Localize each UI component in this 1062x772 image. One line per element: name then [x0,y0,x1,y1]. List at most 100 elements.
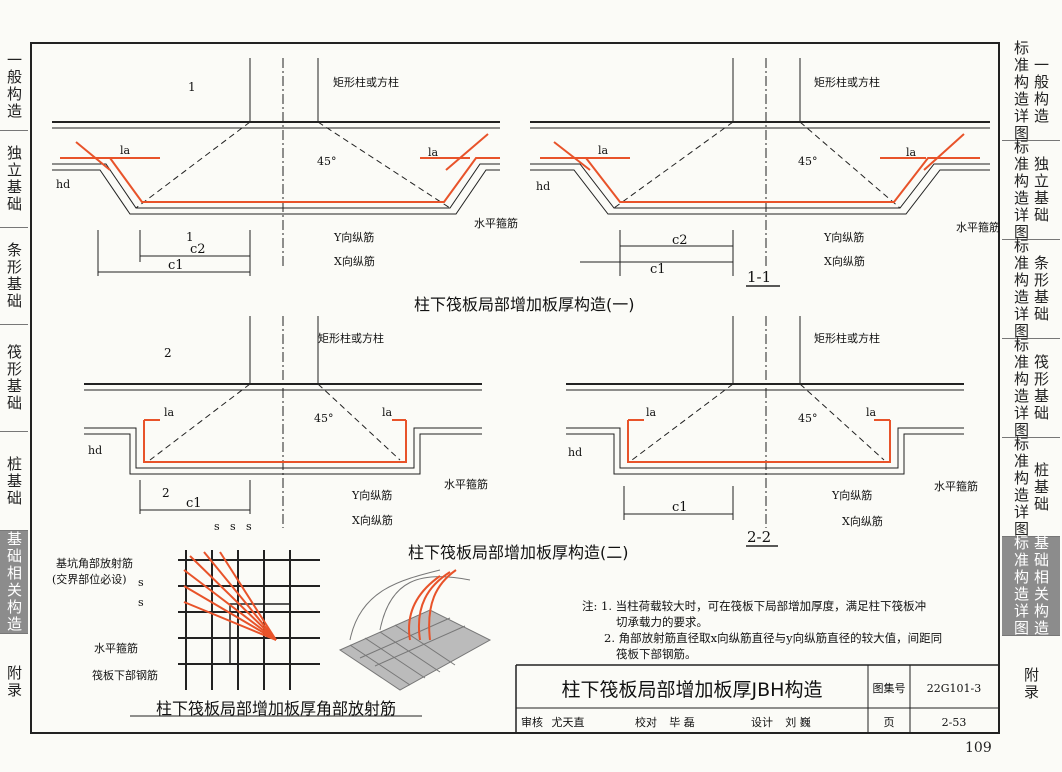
label-y-bar-3: Y向纵筋 [352,489,393,502]
right-tab-related[interactable]: 标准构造详图基础相关构造 [1002,535,1060,637]
left-tab-raft[interactable]: 筏形基础 [0,325,28,432]
label-hoop-2: 水平箍筋 [956,221,1000,234]
label-hd-4: hd [568,446,583,459]
label-c1-2: c1 [650,262,666,277]
right-tab-raft[interactable]: 标准构造详图筏形基础 [1002,337,1060,439]
note-1b: 切承载力的要求。 [616,615,708,629]
label-y-bar-2: Y向纵筋 [824,231,865,244]
right-tab-isolated[interactable]: 标准构造详图独立基础 [1002,139,1060,241]
page-label: 页 [883,716,895,729]
atlas-number: 22G101-3 [926,681,982,695]
label-hd-2: hd [536,180,551,193]
page-reference: 2-53 [941,715,967,729]
label-x-bar-1: X向纵筋 [334,255,375,268]
check-label: 校对 [635,716,657,729]
label-x-bar-4: X向纵筋 [842,515,883,528]
label-hoop-plan: 水平箍筋 [94,642,138,655]
section-title-1-1: 1-1 [747,268,772,286]
label-bottom-bar: 筏板下部钢筋 [92,669,158,682]
note-prefix: 注: [582,599,598,613]
reviewer-name: 尤天直 [551,716,585,729]
detail-two-right-rebar [627,419,891,463]
label-column-3: 矩形柱或方柱 [318,332,384,345]
label-corner-note: (交界部位必设) [52,573,127,586]
note-2: 2. 角部放射筋直径取x向纵筋直径与y向纵筋直径的较大值，间距同 [604,631,943,645]
label-la-5: la [164,406,175,419]
left-tab-appendix[interactable]: 附录 [7,664,23,699]
detail-one-right-rebar [540,133,980,203]
left-tab-pile[interactable]: 桩基础 [0,432,28,531]
label-hd-3: hd [88,444,103,457]
section-mark-2-bottom: 2 [162,486,170,500]
section-mark-1-top: 1 [188,80,196,94]
design-label: 设计 [751,716,773,729]
atlas-label: 图集号 [872,682,906,695]
label-column-4: 矩形柱或方柱 [814,332,880,345]
label-y-bar-1: Y向纵筋 [334,231,375,244]
label-la-8: la [866,406,877,419]
corner-plan [178,550,320,690]
checker-name: 毕 磊 [669,716,695,729]
note-2b: 筏板下部钢筋。 [616,647,697,661]
drawing-frame [30,42,1000,734]
caption-corner-bars: 柱下筏板局部增加板厚角部放射筋 [156,699,397,718]
label-angle-3: 45° [314,412,334,425]
label-c2-1: c2 [190,242,206,257]
detail-two-left [84,316,482,528]
detail-two-left-rebar [143,419,407,463]
label-s-3: s [246,520,252,533]
label-s-1: s [214,520,220,533]
label-la-3: la [598,144,609,157]
caption-detail-one: 柱下筏板局部增加板厚构造(一) [414,295,635,314]
label-angle-2: 45° [798,155,818,168]
label-la-2: la [428,146,439,159]
corner-3d-sketch [338,569,492,691]
detail-two-right [566,316,964,547]
label-la-4: la [906,146,917,159]
detail-one-left-rebar [60,133,500,203]
label-s-5: s [138,596,144,609]
label-hoop-3: 水平箍筋 [444,478,488,491]
label-la-7: la [646,406,657,419]
label-c1-3: c1 [186,496,202,511]
label-hoop-1: 水平箍筋 [474,217,518,230]
label-column-2: 矩形柱或方柱 [814,76,880,89]
label-la-6: la [382,406,393,419]
notes-block: 注: 1. 当柱荷载较大时，可在筏板下局部增加厚度，满足柱下筏板冲 切承载力的要… [582,598,992,662]
label-column-1: 矩形柱或方柱 [333,76,399,89]
designer-name: 刘 巍 [785,716,811,729]
label-c1-1: c1 [168,258,184,273]
detail-one-left [52,58,500,276]
label-x-bar-2: X向纵筋 [824,255,865,268]
label-hd-1: hd [56,178,71,191]
right-tab-appendix[interactable]: 附录 [1024,666,1040,701]
right-tab-pile[interactable]: 标准构造详图桩基础 [1002,436,1060,538]
left-tab-strip[interactable]: 条形基础 [0,228,28,325]
section-mark-1-bottom: 1 [186,230,194,244]
left-tab-isolated[interactable]: 独立基础 [0,131,28,228]
right-tab-strip[interactable]: 标准构造详图条形基础 [1002,238,1060,340]
note-1: 1. 当柱荷载较大时，可在筏板下局部增加厚度，满足柱下筏板冲 [601,599,927,613]
page-number: 109 [965,740,992,756]
label-angle-4: 45° [798,412,818,425]
label-y-bar-4: Y向纵筋 [832,489,873,502]
label-corner-bar: 基坑角部放射筋 [56,557,133,570]
label-c1-4: c1 [672,500,688,515]
left-tab-general[interactable]: 一般构造 [0,42,28,131]
corner-3d-rebar [408,569,457,641]
label-s-2: s [230,520,236,533]
left-tab-related[interactable]: 基础相关构造 [0,531,28,634]
label-la-1: la [120,144,131,157]
detail-one-right [530,58,990,287]
label-x-bar-3: X向纵筋 [352,514,393,527]
label-s-4: s [138,576,144,589]
section-title-2-2: 2-2 [747,528,772,546]
label-c2-2: c2 [672,233,688,248]
right-tab-general[interactable]: 标准构造详图一般构造 [1002,40,1060,142]
corner-plan-rebar [183,551,277,641]
caption-detail-two: 柱下筏板局部增加板厚构造(二) [408,543,629,562]
label-angle-1: 45° [317,155,337,168]
section-mark-2-top: 2 [164,346,172,360]
